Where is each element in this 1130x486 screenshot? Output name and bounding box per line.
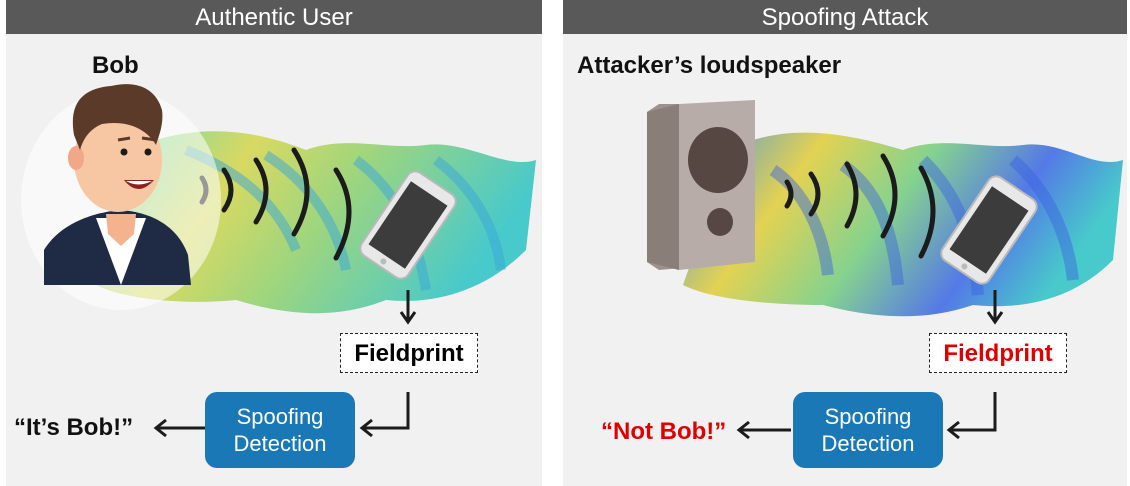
detection-label-line1: Spoofing (824, 404, 912, 429)
panel-header: Authentic User (6, 0, 542, 34)
fieldprint-box: Fieldprint (340, 333, 478, 373)
fieldprint-box: Fieldprint (929, 333, 1067, 373)
loudspeaker-icon (647, 100, 755, 270)
flow-arrows (153, 290, 417, 438)
detection-label-line2: Detection (821, 431, 915, 456)
smartphone-icon (940, 175, 1038, 285)
result-label: “Not Bob!” (601, 418, 727, 445)
spoofing-detection-box: Spoofing Detection (205, 392, 355, 468)
speaker-label: Bob (92, 52, 139, 79)
speaker-label: Attacker’s loudspeaker (577, 52, 842, 79)
result-label: “It’s Bob!” (14, 414, 134, 441)
sound-field-illustration (647, 100, 1123, 440)
spoofing-attack-panel: Spoofing Attack (563, 0, 1127, 486)
authentic-user-panel: Authentic User (6, 0, 542, 486)
bob-avatar (21, 84, 221, 310)
spoofing-detection-box: Spoofing Detection (793, 392, 943, 468)
sound-wave-arcs (784, 153, 936, 259)
sound-field-illustration (21, 84, 536, 438)
flow-arrows (736, 290, 1004, 440)
acoustic-field-surface (683, 132, 1123, 317)
panel-header: Spoofing Attack (563, 0, 1127, 34)
detection-label-line1: Spoofing (236, 404, 324, 429)
detection-label-line2: Detection (233, 431, 327, 456)
smartphone-icon (359, 170, 457, 280)
